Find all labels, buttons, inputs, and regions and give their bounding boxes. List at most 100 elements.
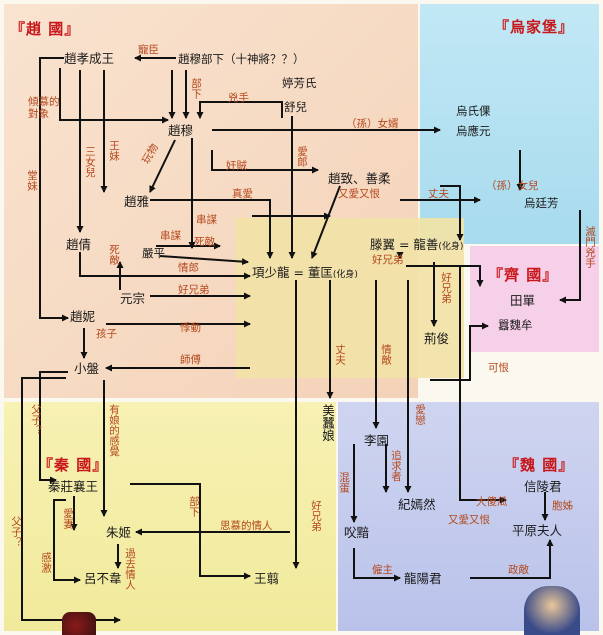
node-zhao-ni: 趙妮 bbox=[70, 309, 96, 324]
arrow-to-tian-dan bbox=[406, 265, 484, 287]
node-wang-jian: 王翦 bbox=[254, 571, 280, 586]
node-wu-ting-fang: 烏廷芳 bbox=[524, 196, 559, 210]
node-jing-jun: 荊俊 bbox=[424, 331, 450, 346]
label-ai-lang: 愛郎 bbox=[296, 146, 308, 167]
node-hui-fu: 㕮黯 bbox=[344, 525, 370, 540]
label-san-nu-er: 三女兒 bbox=[84, 146, 96, 178]
arrow-tang-mei bbox=[39, 57, 69, 322]
node-wu-ying-yuan: 烏應元 bbox=[456, 124, 491, 138]
node-tian-dan: 田單 bbox=[510, 293, 536, 308]
node-zhao-mu-subordinates: 趙穆部下（十神將？？） bbox=[178, 52, 305, 66]
wujiabao-region bbox=[420, 4, 599, 244]
arrow-zhaozhi-to-xiang bbox=[310, 185, 341, 259]
label-bu-xia-2: 部下 bbox=[188, 496, 200, 517]
arrow-fu-zi-1 bbox=[39, 371, 68, 484]
node-ji-yan-ran: 紀嫣然 bbox=[398, 497, 436, 512]
node-long-yang-jun: 龍陽君 bbox=[404, 571, 442, 586]
node-yan-ping: 嚴平 bbox=[142, 246, 165, 260]
label-en-mu: 思慕的情人 bbox=[220, 520, 273, 532]
teng-yi-name: 滕翼 = 龍善 bbox=[370, 237, 439, 252]
label-you-ai-you-hen-2: 又愛又恨 bbox=[448, 514, 490, 526]
label-zhen-ai: 真愛 bbox=[232, 188, 253, 200]
label-qing-di: 情敵 bbox=[380, 344, 392, 365]
label-mie-men: 滅門兇手 bbox=[584, 226, 596, 268]
label-si-di-1: 死敵 bbox=[194, 236, 215, 248]
label-sun-nu-er: （孫）女兒 bbox=[486, 180, 539, 192]
label-hao-xiong-di-4: 好兄弟 bbox=[310, 500, 322, 532]
node-xin-ling-jun: 信陵君 bbox=[524, 479, 562, 494]
label-zhang-fu-2: 丈夫 bbox=[334, 344, 346, 365]
node-li-yuan: 李園 bbox=[364, 433, 390, 448]
label-hao-xiong-di-1: 好兄弟 bbox=[178, 284, 210, 296]
label-sun-nu-xu: （孫）女婿 bbox=[346, 118, 399, 130]
label-qing-lang: 情郎 bbox=[178, 262, 199, 274]
label-chong-chen: 寵臣 bbox=[138, 44, 159, 56]
node-xiao-pan: 小盤 bbox=[74, 361, 100, 376]
node-xiao-wei-mou: 囂魏牟 bbox=[498, 318, 533, 332]
node-teng-yi: 滕翼 = 龍善(化身) bbox=[370, 238, 463, 254]
label-ke-hen-zheng-dong: 悸動 bbox=[180, 322, 201, 334]
qin-region-title: 『秦 國』 bbox=[38, 456, 109, 474]
label-you-niang: 有娘的感覺 bbox=[108, 404, 120, 457]
label-tang-mei: 堂妹 bbox=[26, 170, 38, 191]
node-lu-bu-wei: 呂不韋 bbox=[84, 571, 122, 586]
arrow-gan-ji bbox=[53, 499, 81, 584]
node-zhu-ji: 朱姬 bbox=[106, 525, 132, 540]
label-bu-xia-1: 部下 bbox=[190, 78, 202, 99]
node-xiang-shao-long: 項少龍 = 董匡(化身) bbox=[252, 266, 358, 282]
character-portrait-bottom-right bbox=[524, 586, 580, 635]
label-jian-zei: 奸賊 bbox=[226, 160, 247, 172]
arrow-you-ai-you-hen bbox=[440, 185, 464, 241]
teng-yi-tag: (化身) bbox=[438, 242, 464, 252]
label-da-sha-gua: 大傻瓜 bbox=[476, 496, 508, 508]
node-wu-shi-luo: 烏氏倮 bbox=[456, 104, 491, 118]
node-zhao-xiaocheng: 趙孝成王 bbox=[64, 51, 115, 66]
label-zheng-di: 政敵 bbox=[508, 564, 529, 576]
label-gan-ji: 感激 bbox=[40, 552, 52, 573]
node-ting-fang-shi: 婷芳氏 bbox=[282, 76, 317, 90]
label-hai-zi: 孩子 bbox=[96, 328, 117, 340]
arrow-jian-zei bbox=[211, 150, 319, 174]
character-portrait-bottom-left bbox=[62, 612, 96, 635]
label-gu-zhu: 僱主 bbox=[372, 564, 393, 576]
xiang-shao-long-name: 項少龍 = 董匡 bbox=[252, 265, 333, 280]
node-zhao-zhi-shan-rou: 趙致、善柔 bbox=[328, 171, 391, 186]
arrow-qing-lang bbox=[79, 252, 251, 280]
node-yuan-zong: 元宗 bbox=[120, 291, 146, 306]
label-xiong-shou: 兇手 bbox=[228, 92, 249, 104]
label-ai-lian: 愛戀 bbox=[414, 404, 426, 425]
label-ai-qi: 愛妻 bbox=[62, 508, 74, 529]
label-guo-qu-qing-ren: 過去情人 bbox=[124, 548, 136, 590]
node-ping-yuan-fu-ren: 平原夫人 bbox=[512, 523, 563, 538]
node-mei-can-niang: 美蠶娘 bbox=[320, 404, 335, 442]
qi-region-title: 『齊 國』 bbox=[488, 266, 559, 284]
label-si-di-2: 死敵 bbox=[108, 244, 120, 265]
qin-region bbox=[4, 402, 336, 631]
label-chuan-mou-1: 串謀 bbox=[196, 214, 217, 226]
label-fu-zi-2: 父子？ bbox=[10, 516, 22, 548]
xiang-shao-long-tag: (化身) bbox=[332, 270, 358, 280]
label-zhui-qiu-zhe: 追求者 bbox=[390, 450, 402, 482]
label-bao-zi: 胞姊 bbox=[552, 500, 573, 512]
label-zhang-fu-1: 丈夫 bbox=[428, 188, 449, 200]
label-you-ai-you-hen-1: 又愛又恨 bbox=[338, 188, 380, 200]
label-chuan-mou-2: 串謀 bbox=[160, 230, 181, 242]
wujiabao-region-title: 『烏家堡』 bbox=[494, 18, 575, 36]
arrow-gu-zhu bbox=[353, 548, 401, 582]
label-hao-xiong-di-2: 好兄弟 bbox=[372, 254, 404, 266]
arrow-ke-hen bbox=[430, 322, 489, 381]
zhao-region-title: 『趙 國』 bbox=[10, 20, 81, 38]
label-hao-xiong-di-3: 好兄弟 bbox=[440, 272, 452, 304]
node-zhao-ya: 趙雅 bbox=[124, 194, 150, 209]
label-qing-mu: 傾慕的對象 bbox=[28, 96, 60, 120]
node-zhao-qian: 趙倩 bbox=[66, 237, 92, 252]
wei-region-title: 『魏 國』 bbox=[504, 456, 575, 474]
arrow-zheng-di bbox=[470, 539, 554, 579]
node-qin-zhuang-xiang: 秦莊襄王 bbox=[48, 479, 99, 494]
arrow-si-di-1 bbox=[159, 255, 249, 266]
arrow-xiong-shou bbox=[196, 101, 283, 119]
arrow-da-sha-gua bbox=[459, 266, 507, 504]
label-ke-hen: 可恨 bbox=[488, 362, 509, 374]
label-shi-fu: 師傅 bbox=[180, 354, 201, 366]
